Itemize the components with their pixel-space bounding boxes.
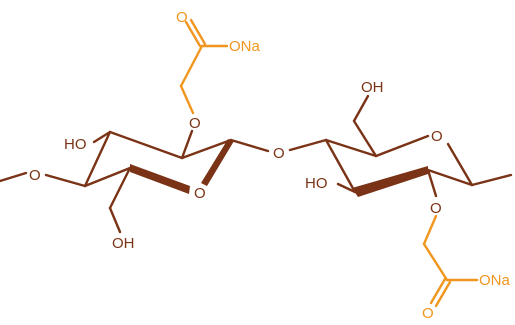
left-link-bond bbox=[44, 173, 87, 188]
left-co-bond-a bbox=[184, 20, 202, 48]
right-o-c1-bond bbox=[446, 142, 474, 187]
left-c2-c1-bond bbox=[180, 138, 233, 160]
right-wedge-bond bbox=[352, 166, 428, 197]
left-c1-glyco-bond bbox=[229, 138, 270, 153]
left-ona-label: ONa bbox=[229, 38, 261, 55]
right-c6-oh-bond bbox=[352, 94, 370, 123]
right-o-ch2-bond bbox=[422, 214, 438, 246]
left-ring bbox=[0, 129, 270, 234]
left-carbonyl-oxygen-label: O bbox=[176, 9, 188, 26]
right-co-bond-b bbox=[434, 280, 452, 308]
right-ether-oxygen-label: O bbox=[430, 200, 442, 217]
right-chain-bond bbox=[470, 173, 513, 187]
left-ho-label: HO bbox=[64, 136, 87, 153]
left-c3-c2-bond bbox=[108, 130, 184, 160]
left-c2-o-bond bbox=[180, 129, 194, 160]
left-oh-label: OH bbox=[112, 235, 135, 252]
right-ring-oxygen-label: O bbox=[431, 128, 443, 145]
right-glyco-c4-bond bbox=[288, 138, 328, 152]
right-oh-label: OH bbox=[361, 79, 384, 96]
right-c2-o-bond bbox=[426, 168, 438, 198]
right-ch2-c-bond bbox=[422, 242, 449, 282]
left-c4-c3-bond bbox=[83, 130, 112, 188]
left-co-bond-b bbox=[189, 18, 207, 46]
left-wedge-bond bbox=[130, 164, 190, 194]
left-ch2-o-bond bbox=[179, 84, 195, 115]
right-c4-c5-bond bbox=[324, 138, 378, 158]
left-ring-o-wedge bbox=[201, 139, 234, 186]
right-ring bbox=[288, 94, 513, 198]
right-carbonyl-oxygen-label: O bbox=[422, 305, 434, 320]
glycosidic-oxygen-label: O bbox=[273, 145, 285, 162]
right-ona-label: ONa bbox=[479, 272, 511, 289]
left-chain-bond bbox=[0, 171, 28, 183]
left-ring-oxygen-label: O bbox=[194, 185, 206, 202]
right-c5-c6-bond bbox=[352, 119, 378, 158]
left-ch2-c-bond bbox=[179, 44, 204, 88]
right-c3-ho-bond bbox=[336, 182, 357, 194]
right-c1-c2-bond bbox=[426, 168, 474, 187]
right-c5-o-bond bbox=[374, 134, 430, 158]
right-carboxymethyl bbox=[422, 214, 479, 308]
left-c5-c6-bond bbox=[108, 166, 132, 210]
right-co-bond-a bbox=[429, 277, 447, 305]
left-c3-oh-bond bbox=[92, 130, 112, 144]
right-c4-c3-bond bbox=[324, 138, 357, 194]
left-ether-oxygen-label: O bbox=[189, 115, 201, 132]
left-link-oxygen-label: O bbox=[29, 167, 41, 184]
left-carboxymethyl bbox=[179, 18, 229, 115]
left-c6-oh-bond bbox=[108, 206, 122, 234]
left-c4-c5-bond bbox=[83, 166, 132, 188]
right-ho-label: HO bbox=[305, 175, 328, 192]
